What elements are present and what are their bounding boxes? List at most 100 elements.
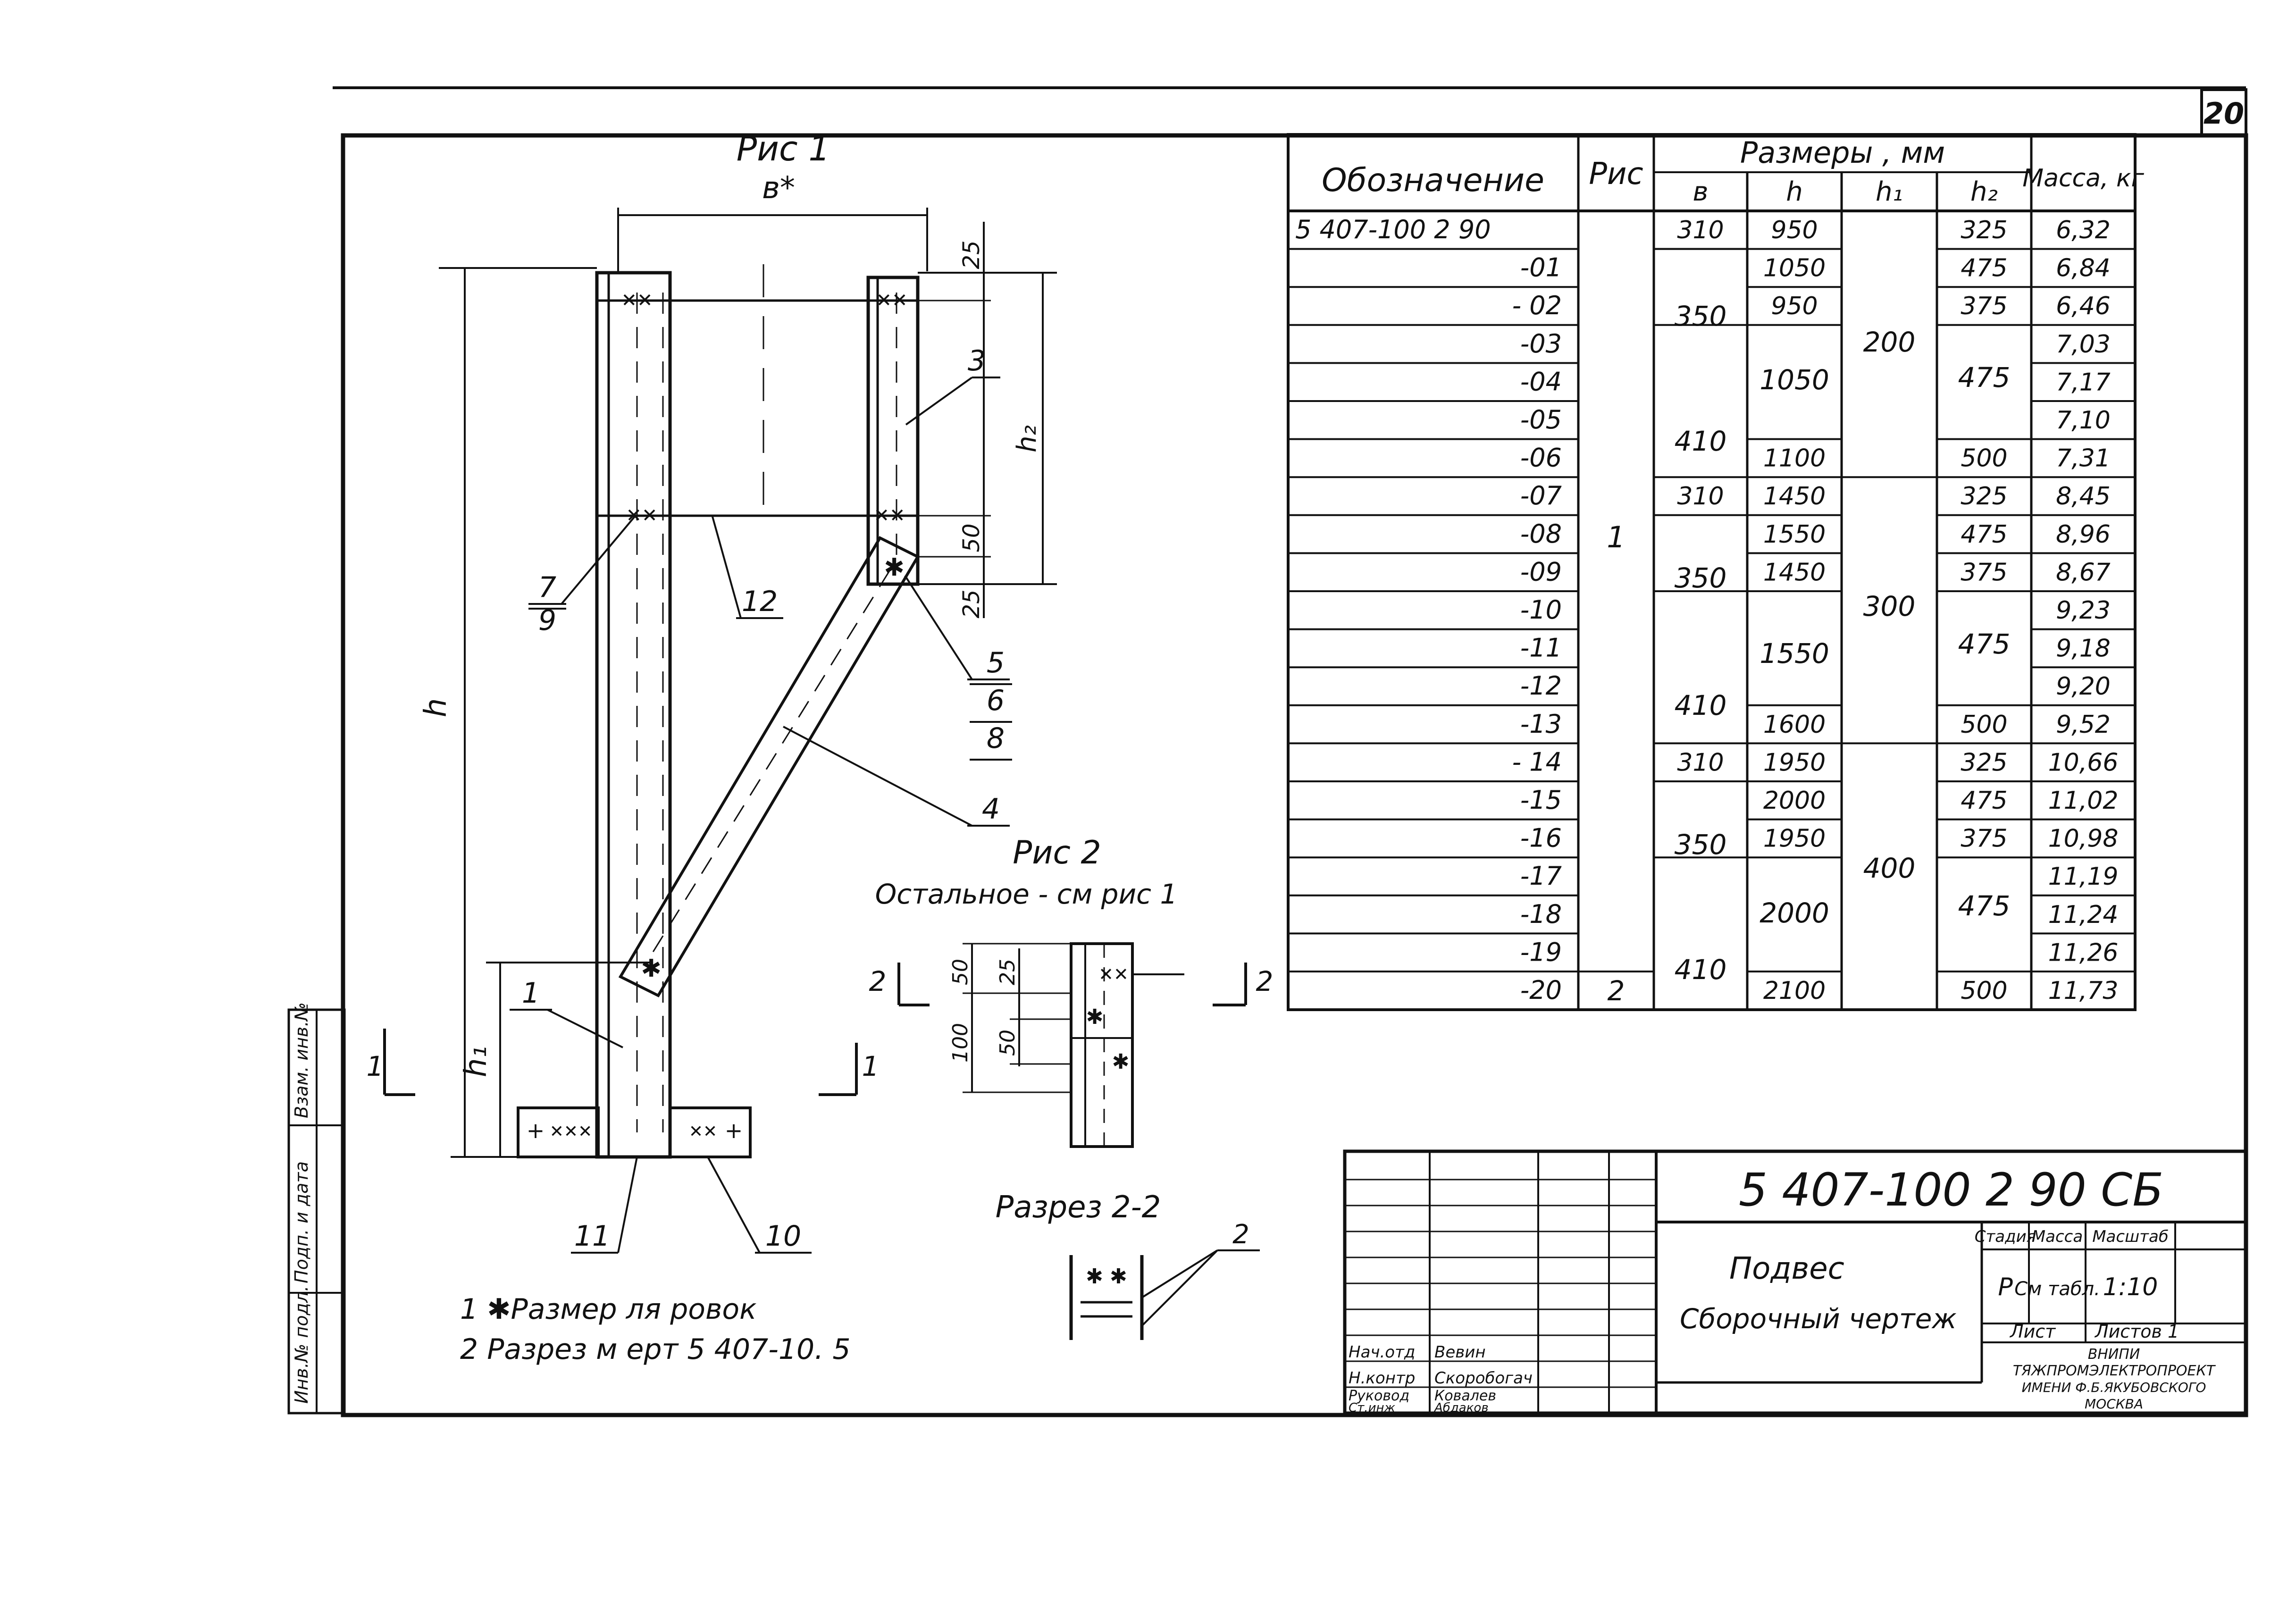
width-label: в* <box>762 171 795 206</box>
merged-h1-200: 200 <box>1863 326 1916 358</box>
sign-name-1: Вевин <box>1434 1343 1486 1362</box>
table-cell-m: 9,18 <box>2056 635 2111 663</box>
note-1: 1 ✱Размер ля ровок <box>460 1293 756 1326</box>
bolt-mark: ✱ <box>1112 1050 1130 1074</box>
plus-mark: + <box>527 1118 545 1143</box>
table-cell-h: 950 <box>1771 292 1818 320</box>
scale-label: Масштаб <box>2092 1227 2169 1246</box>
table-cell-h2: 500 <box>1961 711 2007 739</box>
callout-6: 6 <box>987 684 1005 717</box>
dim-25-bottom: 25 <box>958 589 985 618</box>
table-cell-h: 1450 <box>1763 482 1826 511</box>
table-cell-d: -10 <box>1520 595 1562 625</box>
plus-mark: + <box>725 1118 743 1143</box>
sign-name-2: Скоробогач <box>1434 1369 1533 1388</box>
h1-label: h₁ <box>459 1046 494 1077</box>
fig2-dim-50: 50 <box>948 959 972 985</box>
doc-name-line1: Подвес <box>1729 1251 1844 1286</box>
callout-8: 8 <box>987 722 1005 755</box>
table-cell-d: -13 <box>1520 709 1562 739</box>
bolt-mark: ✱ ✱ <box>1086 1265 1127 1289</box>
table-cell-d: -04 <box>1520 367 1562 396</box>
merged-h1-400: 400 <box>1863 852 1916 884</box>
table-cell-h2: 475 <box>1961 254 2007 283</box>
sign-name-3: Ковалев <box>1434 1388 1496 1404</box>
document-code: 5 407-100 2 90 СБ <box>1739 1164 2163 1216</box>
callout-10: 10 <box>765 1220 801 1253</box>
header-sizes: Размеры , мм <box>1740 135 1945 170</box>
sign-name-4: Абдаков <box>1433 1401 1489 1415</box>
sheets-label: Листов 1 <box>2094 1321 2179 1342</box>
table-cell-h2: 500 <box>1961 444 2007 473</box>
section-1-label-right: 1 <box>862 1050 880 1082</box>
table-cell-m: 11,24 <box>2048 901 2119 929</box>
diagonal-brace <box>618 536 920 997</box>
table-cell-d: -16 <box>1520 823 1562 853</box>
section-marker-2-left: 2 <box>869 963 930 1006</box>
table-cell-m: 8,45 <box>2056 482 2111 511</box>
bolt-mark: ✱ <box>1086 1005 1104 1029</box>
header-h: h <box>1786 176 1803 207</box>
stamp-inv-podl: Инв.№ подл. <box>291 1286 312 1404</box>
table-cell-h: 1950 <box>1763 825 1826 853</box>
callout-9: 9 <box>538 604 556 637</box>
table-cell-b: 310 <box>1677 482 1724 511</box>
table-cell-h2: 375 <box>1961 292 2007 320</box>
table-cell-m: 6,84 <box>2056 254 2111 283</box>
table-cell-b: 310 <box>1677 748 1724 777</box>
merged-fig-1: 1 <box>1607 520 1625 554</box>
table-cell-d: -18 <box>1520 899 1562 929</box>
callout-1: 1 <box>522 977 540 1010</box>
table-cell-h: 2100 <box>1763 977 1826 1005</box>
merged-h2-475-c: 475 <box>1958 890 2011 922</box>
table-cell-m: 10,98 <box>2048 825 2119 853</box>
table-cell-d: - 02 <box>1512 291 1562 320</box>
table-cell-h2: 325 <box>1961 748 2007 777</box>
table-cell-d: -12 <box>1520 671 1562 701</box>
section-2-label-right: 2 <box>1256 965 1274 997</box>
table-cell-d: -20 <box>1520 975 1562 1005</box>
table-cell-m: 11,02 <box>2048 787 2119 815</box>
table-cell-d: -05 <box>1520 405 1562 435</box>
table-cell-m: 7,10 <box>2056 406 2111 435</box>
callout-12: 12 <box>742 585 778 618</box>
table-cell-d: -01 <box>1520 253 1562 283</box>
bolt-mark: ✕✕ <box>626 505 657 527</box>
table-cell-d: -03 <box>1520 329 1562 359</box>
org-line-2: ТЯЖПРОМЭЛЕКТРОПРОЕКТ <box>2013 1363 2216 1379</box>
table-cell-h: 1100 <box>1763 444 1826 473</box>
table-cell-h2: 475 <box>1961 520 2007 549</box>
merged-h2-475-a: 475 <box>1958 361 2011 394</box>
base-plate-right <box>669 1106 752 1158</box>
table-grid <box>1288 248 2135 972</box>
table-cell-d: -08 <box>1520 519 1562 549</box>
bolt-mark: ✕✕ <box>689 1122 717 1141</box>
sign-role-4: Ст.инж <box>1349 1401 1395 1415</box>
callout-5: 5 <box>987 646 1005 679</box>
section-marker-1-left: 1 <box>367 1029 415 1096</box>
figure-2-title: Рис 2 <box>1013 834 1101 871</box>
table-cell-h: 2000 <box>1763 787 1826 815</box>
figure-2-bar <box>1070 942 1134 1148</box>
bolt-mark: ✕✕ <box>876 290 907 311</box>
section-marker-2-right: 2 <box>1213 963 1274 1006</box>
bolt-mark: ✕✕ <box>1098 964 1129 985</box>
table-cell-h: 1550 <box>1763 520 1826 549</box>
table-cell-d: -07 <box>1520 481 1562 511</box>
sheet-number: 20 <box>2204 96 2244 131</box>
note-2: 2 Разрез м ерт 5 407-10. 5 <box>460 1333 851 1366</box>
stamp-podp-data: Подп. и дата <box>291 1161 312 1283</box>
table-cell-m: 11,19 <box>2048 863 2119 891</box>
h-label: h <box>419 698 453 718</box>
sign-role-2: Н.контр <box>1349 1369 1415 1388</box>
table-cell-h: 1950 <box>1763 748 1826 777</box>
org-line-4: МОСКВА <box>2085 1396 2143 1412</box>
bolt-mark: ✱ <box>884 553 905 582</box>
table-cell-d: -06 <box>1520 443 1562 473</box>
figure-1-title: Рис 1 <box>737 129 830 168</box>
table-cell-m: 11,26 <box>2048 938 2119 967</box>
callout-3: 3 <box>968 344 986 377</box>
table-cell-h2: 375 <box>1961 825 2007 853</box>
table-cell-m: 10,66 <box>2048 748 2119 777</box>
table-cell-m: 9,23 <box>2056 596 2111 625</box>
